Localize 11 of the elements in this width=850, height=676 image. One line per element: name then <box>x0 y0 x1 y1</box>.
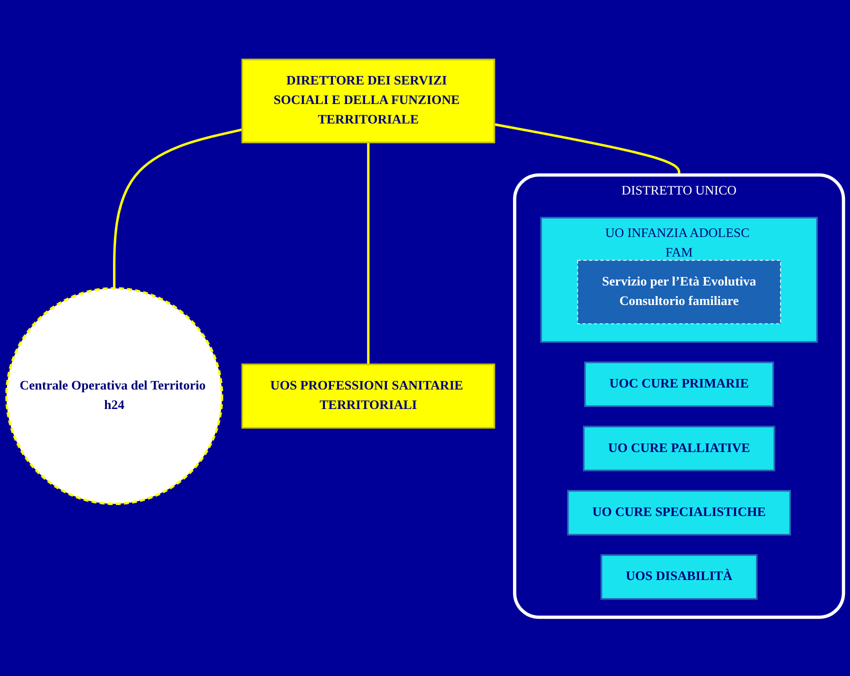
node-box: DIRETTORE DEI SERVIZI SOCIALI E DELLA FUNZIONE TERRITORIALE <box>241 58 496 143</box>
node-circle: Centrale Operativa del Territorio h24 <box>5 286 224 505</box>
connector <box>494 122 680 175</box>
node-box: UO CURE PALLIATIVE <box>582 425 776 471</box>
node-box: UOS DISABILITÀ <box>600 554 758 600</box>
node-box: Servizio per l’Età Evolutiva Consultorio familiare <box>577 260 781 324</box>
node-box: UOC CURE PRIMARIE <box>584 361 774 407</box>
node-box: UOS PROFESSIONI SANITARIE TERRITORIALI <box>241 363 496 428</box>
connector <box>113 128 243 288</box>
connector <box>367 142 370 364</box>
node-box: UO CURE SPECIALISTICHE <box>567 490 792 536</box>
